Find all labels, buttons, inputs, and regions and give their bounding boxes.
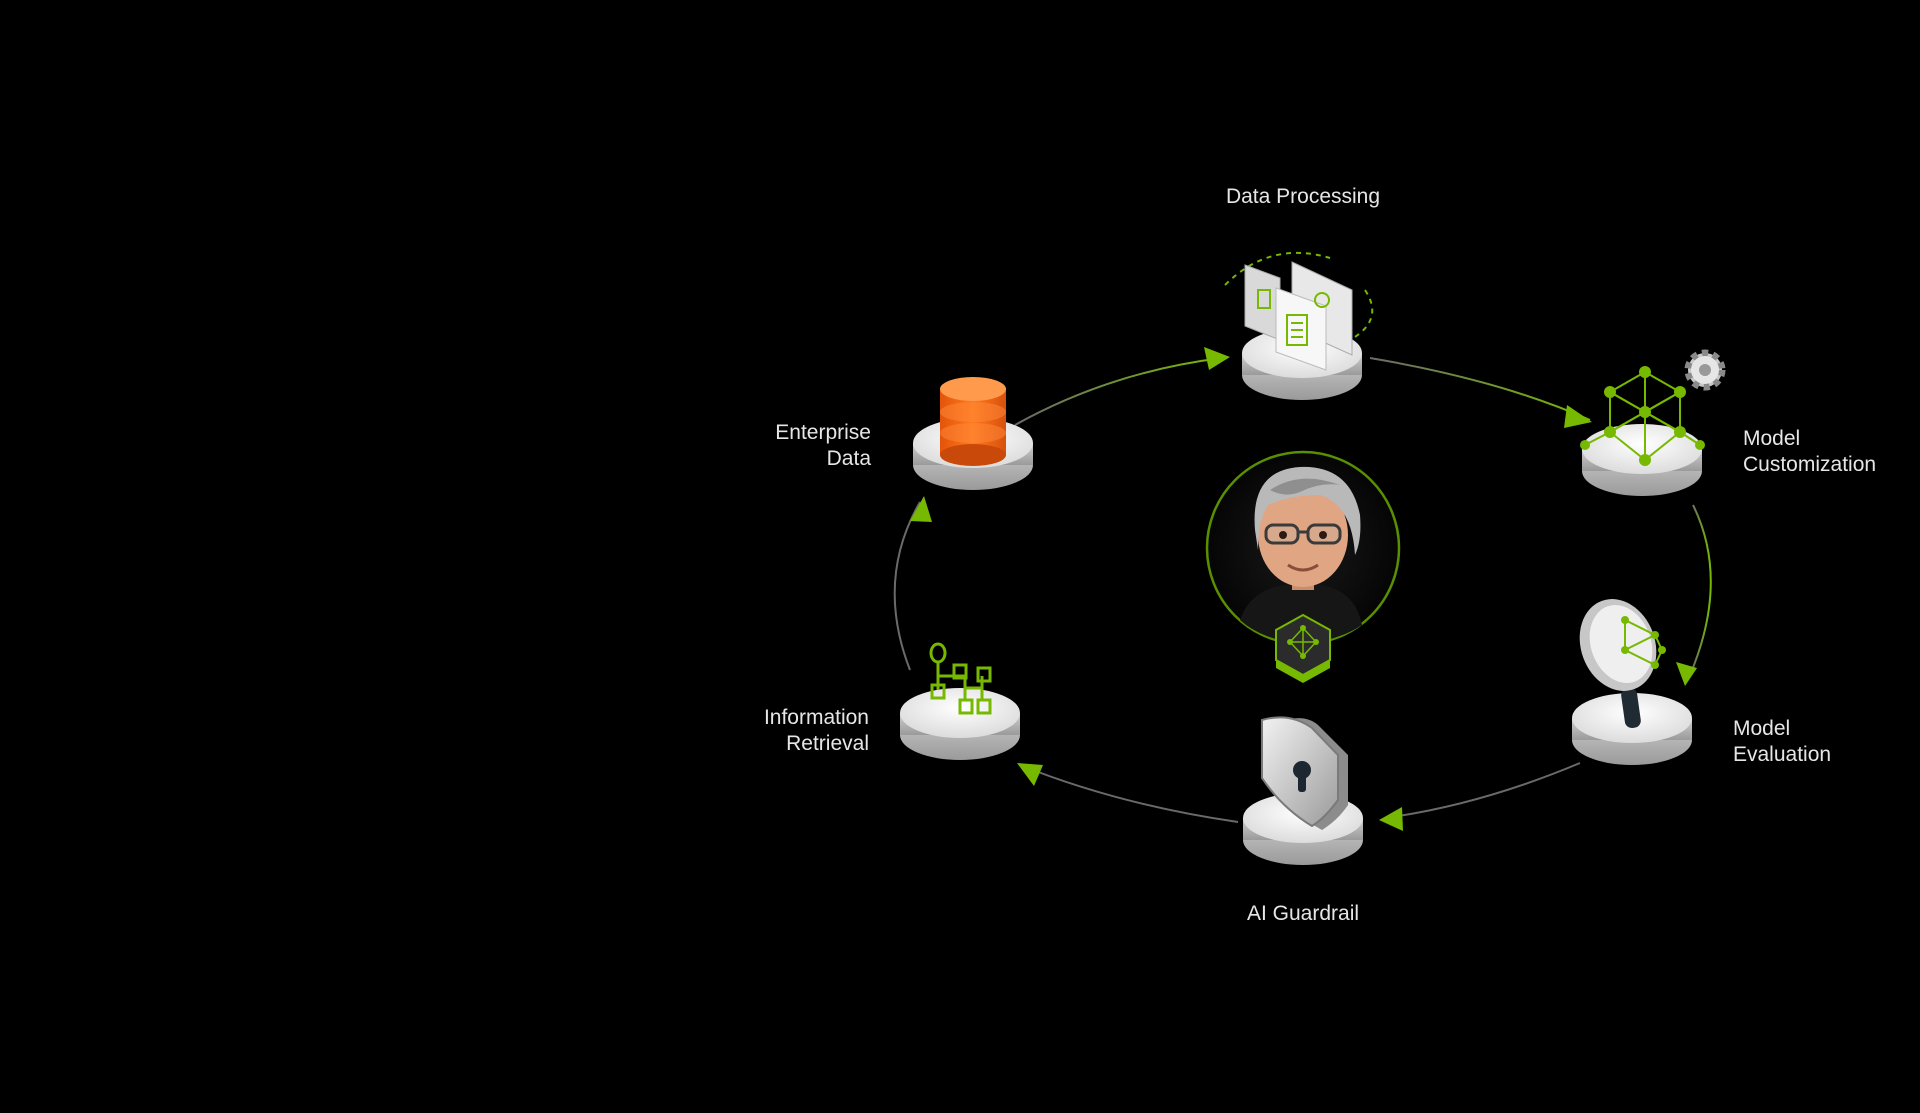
node-enterprise-data xyxy=(913,377,1033,490)
label-enterprise-data: Enterprise Data xyxy=(775,420,871,472)
avatar-icon xyxy=(1240,466,1362,644)
arrowhead-enterprise xyxy=(910,496,932,522)
label-line: Model xyxy=(1743,427,1801,450)
label-line: Customization xyxy=(1743,453,1877,476)
label-model-evaluation: Model Evaluation xyxy=(1733,716,1831,768)
arrowhead-processing xyxy=(1204,347,1230,370)
arrowhead-retrieval xyxy=(1017,763,1043,786)
database-icon xyxy=(940,377,1006,466)
neural-network-gear-icon xyxy=(1580,366,1705,466)
label-line: AI Guardrail xyxy=(1246,902,1360,925)
label-line: Model xyxy=(1733,717,1791,740)
label-data-processing: Data Processing xyxy=(1226,184,1380,210)
node-model-customization xyxy=(1580,349,1726,496)
label-model-customization: Model Customization xyxy=(1743,426,1876,478)
arrow-customization-to-evaluation xyxy=(1689,504,1712,676)
label-line: Evaluation xyxy=(1733,743,1832,766)
label-information-retrieval: Information Retrieval xyxy=(764,705,869,757)
node-data-processing xyxy=(1224,251,1374,400)
shield-keyhole-icon xyxy=(1261,716,1348,830)
center-avatar xyxy=(1205,450,1401,683)
arrowheads xyxy=(910,347,1697,831)
gear-icon xyxy=(1684,349,1726,391)
magnifier-network-icon xyxy=(1579,599,1666,729)
label-line: Retrieval xyxy=(786,732,869,755)
arrowhead-evaluation xyxy=(1676,662,1697,686)
arrow-evaluation-to-guardrail xyxy=(1384,762,1581,819)
arrow-guardrail-to-retrieval xyxy=(1019,764,1239,823)
label-line: Data Processing xyxy=(1225,185,1381,208)
arrow-retrieval-to-enterprise xyxy=(893,501,921,671)
label-line: Information xyxy=(763,706,869,729)
label-line: Data xyxy=(826,447,871,470)
arrow-enterprise-to-processing xyxy=(1014,357,1223,426)
node-ai-guardrail xyxy=(1243,716,1363,865)
arrowhead-guardrail xyxy=(1379,807,1403,831)
arrow-processing-to-customization xyxy=(1369,357,1591,421)
node-information-retrieval xyxy=(900,642,1020,760)
label-ai-guardrail: AI Guardrail xyxy=(1247,901,1359,927)
node-model-evaluation xyxy=(1572,599,1692,765)
network-cube-icon xyxy=(1275,613,1331,683)
label-line: Enterprise xyxy=(775,421,871,444)
cycle-arrows xyxy=(893,357,1712,823)
documents-icon xyxy=(1224,251,1374,371)
arrowhead-customization xyxy=(1564,405,1592,428)
graph-nodes-icon xyxy=(929,642,992,715)
